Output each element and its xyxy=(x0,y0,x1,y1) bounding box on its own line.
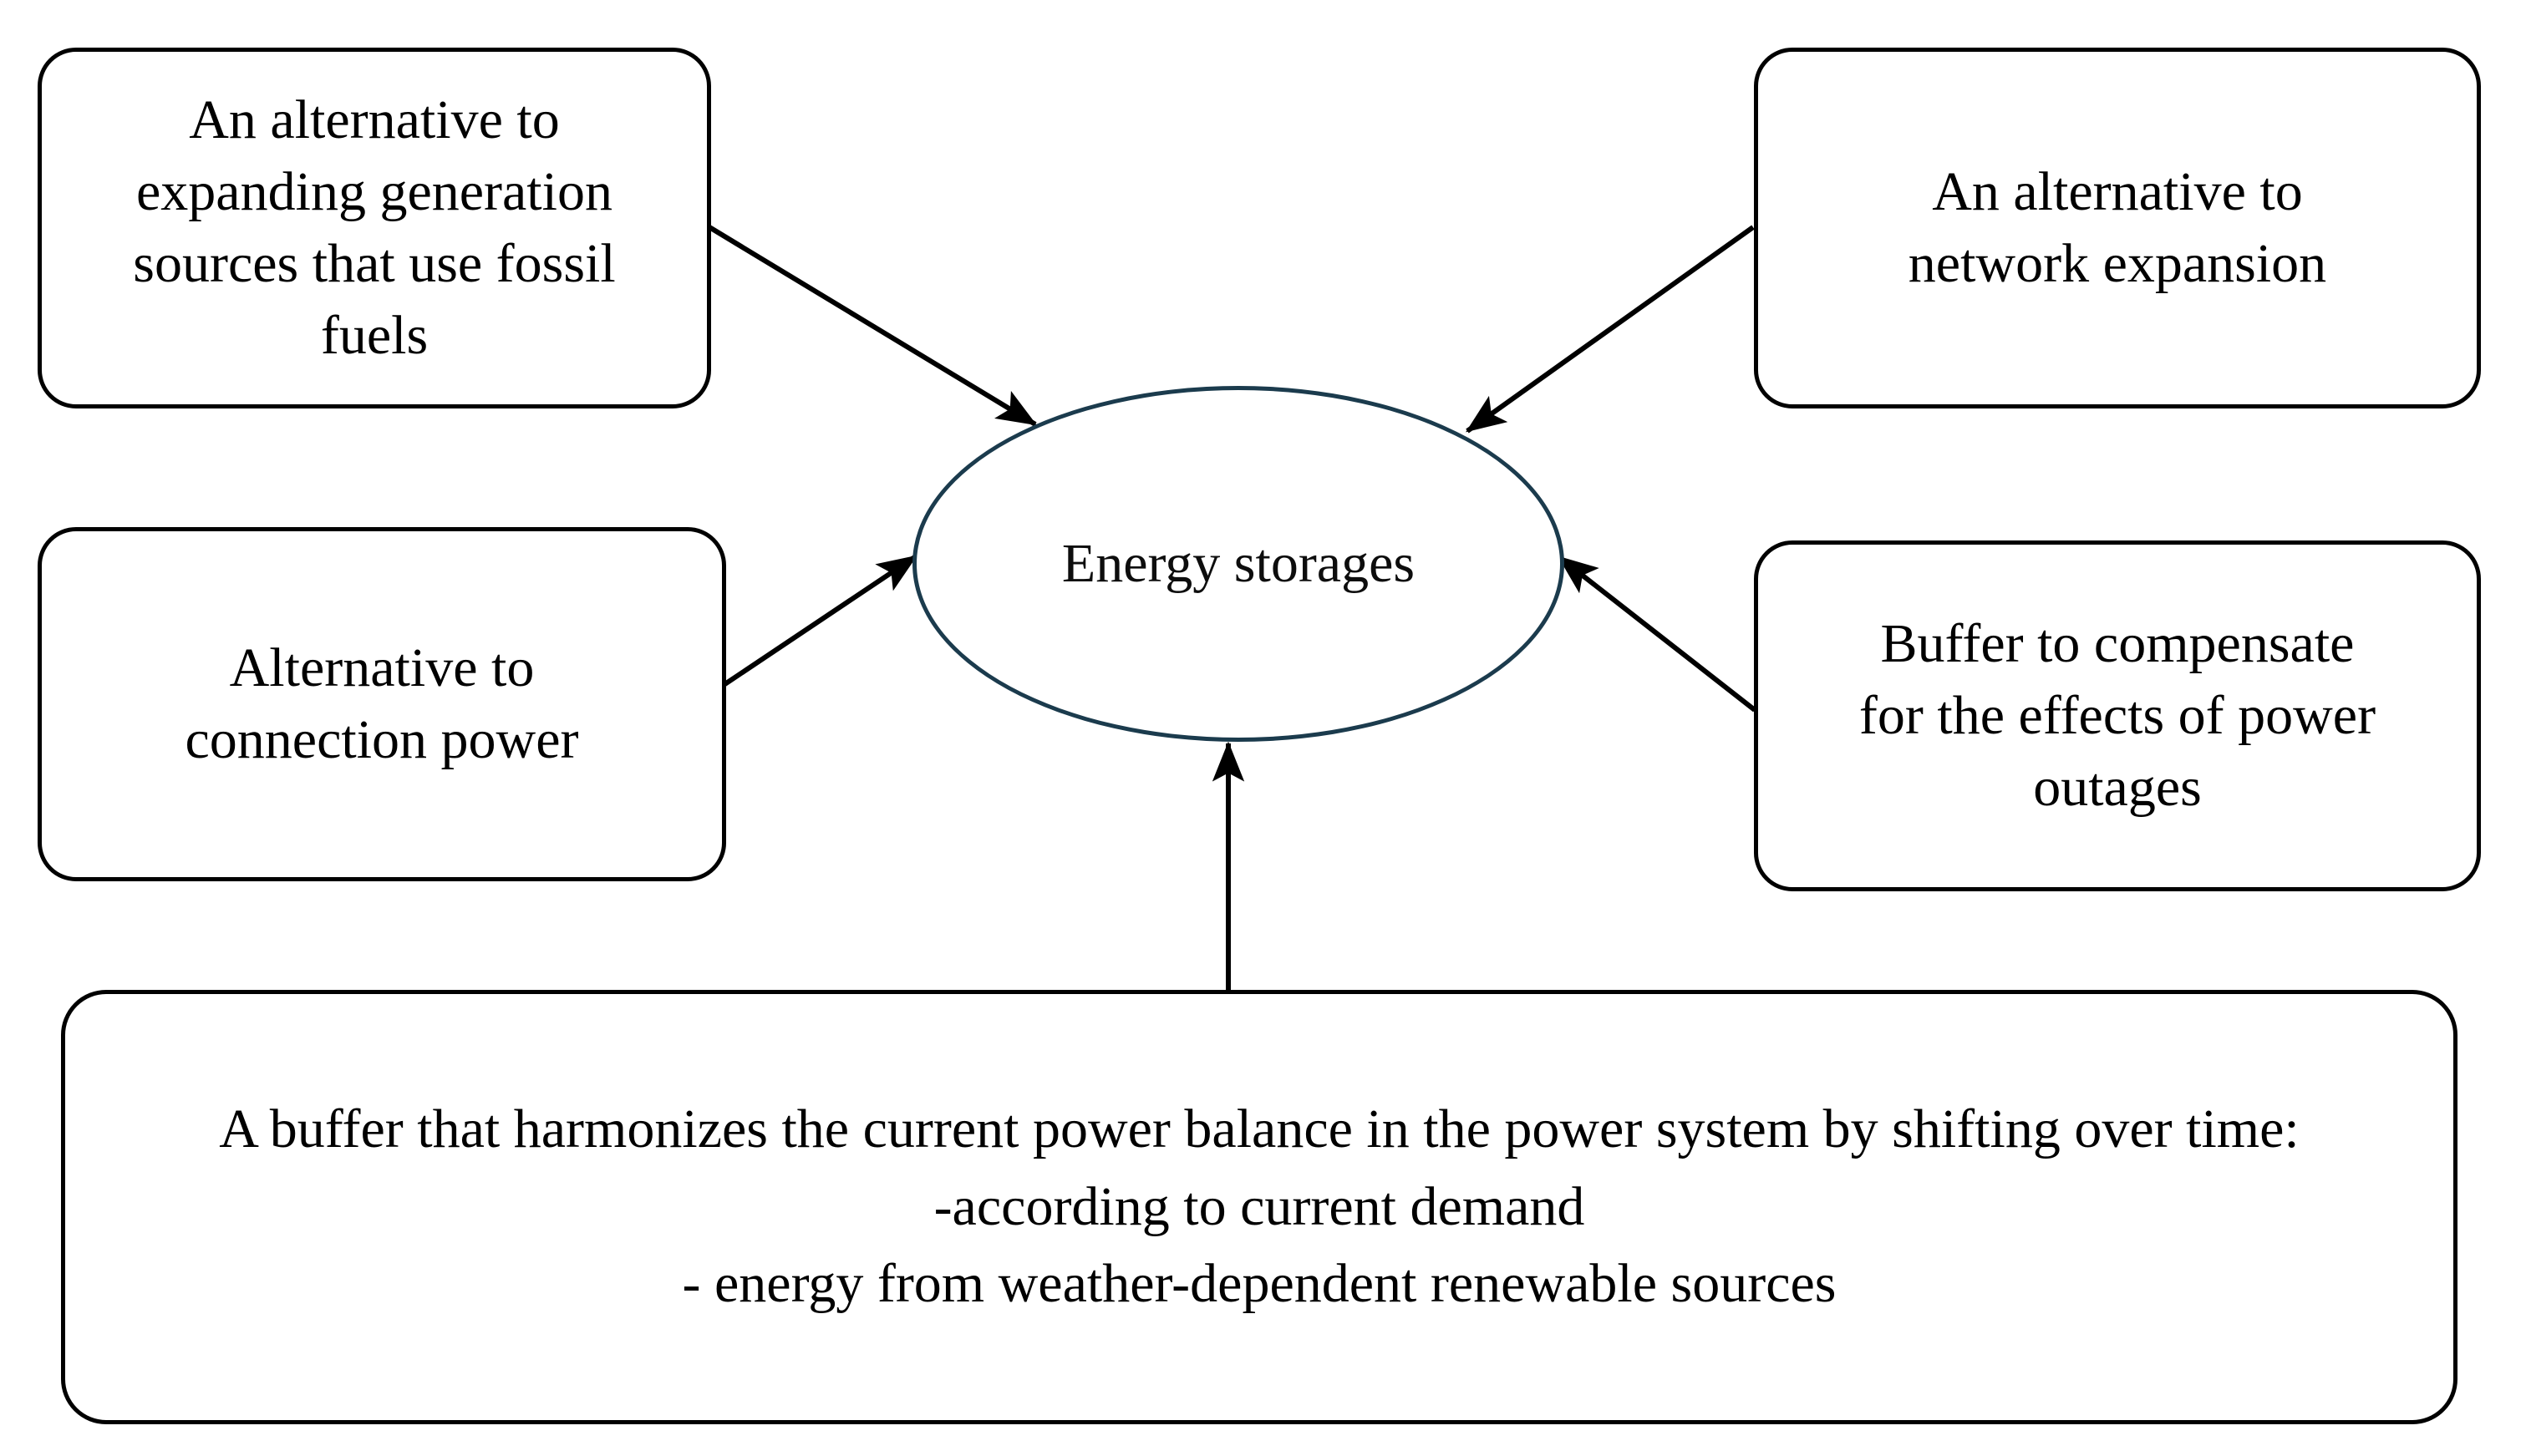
edge-fossil-fuels xyxy=(708,225,1038,427)
edge-power-outages xyxy=(1558,555,1756,713)
node-connection-power-label: Alternative to connection power xyxy=(185,637,579,770)
node-fossil-fuels-label: An alternative to expanding generation s… xyxy=(133,89,616,366)
node-fossil-fuels[interactable]: An alternative to expanding generation s… xyxy=(38,48,711,408)
node-harmonizing-buffer-label: A buffer that harmonizes the current pow… xyxy=(219,1098,2300,1315)
node-power-outages[interactable]: Buffer to compensate for the effects of … xyxy=(1754,540,2481,891)
node-energy-storages[interactable]: Energy storages xyxy=(912,386,1564,742)
node-network-expansion-label: An alternative to network expansion xyxy=(1908,161,2327,294)
node-energy-storages-label: Energy storages xyxy=(1061,533,1416,595)
edge-network-expansion xyxy=(1466,225,1755,434)
edge-connection-power xyxy=(722,554,917,687)
node-harmonizing-buffer[interactable]: A buffer that harmonizes the current pow… xyxy=(61,990,2457,1424)
node-network-expansion[interactable]: An alternative to network expansion xyxy=(1754,48,2481,408)
node-power-outages-label: Buffer to compensate for the effects of … xyxy=(1858,613,2376,818)
node-connection-power[interactable]: Alternative to connection power xyxy=(38,527,726,881)
